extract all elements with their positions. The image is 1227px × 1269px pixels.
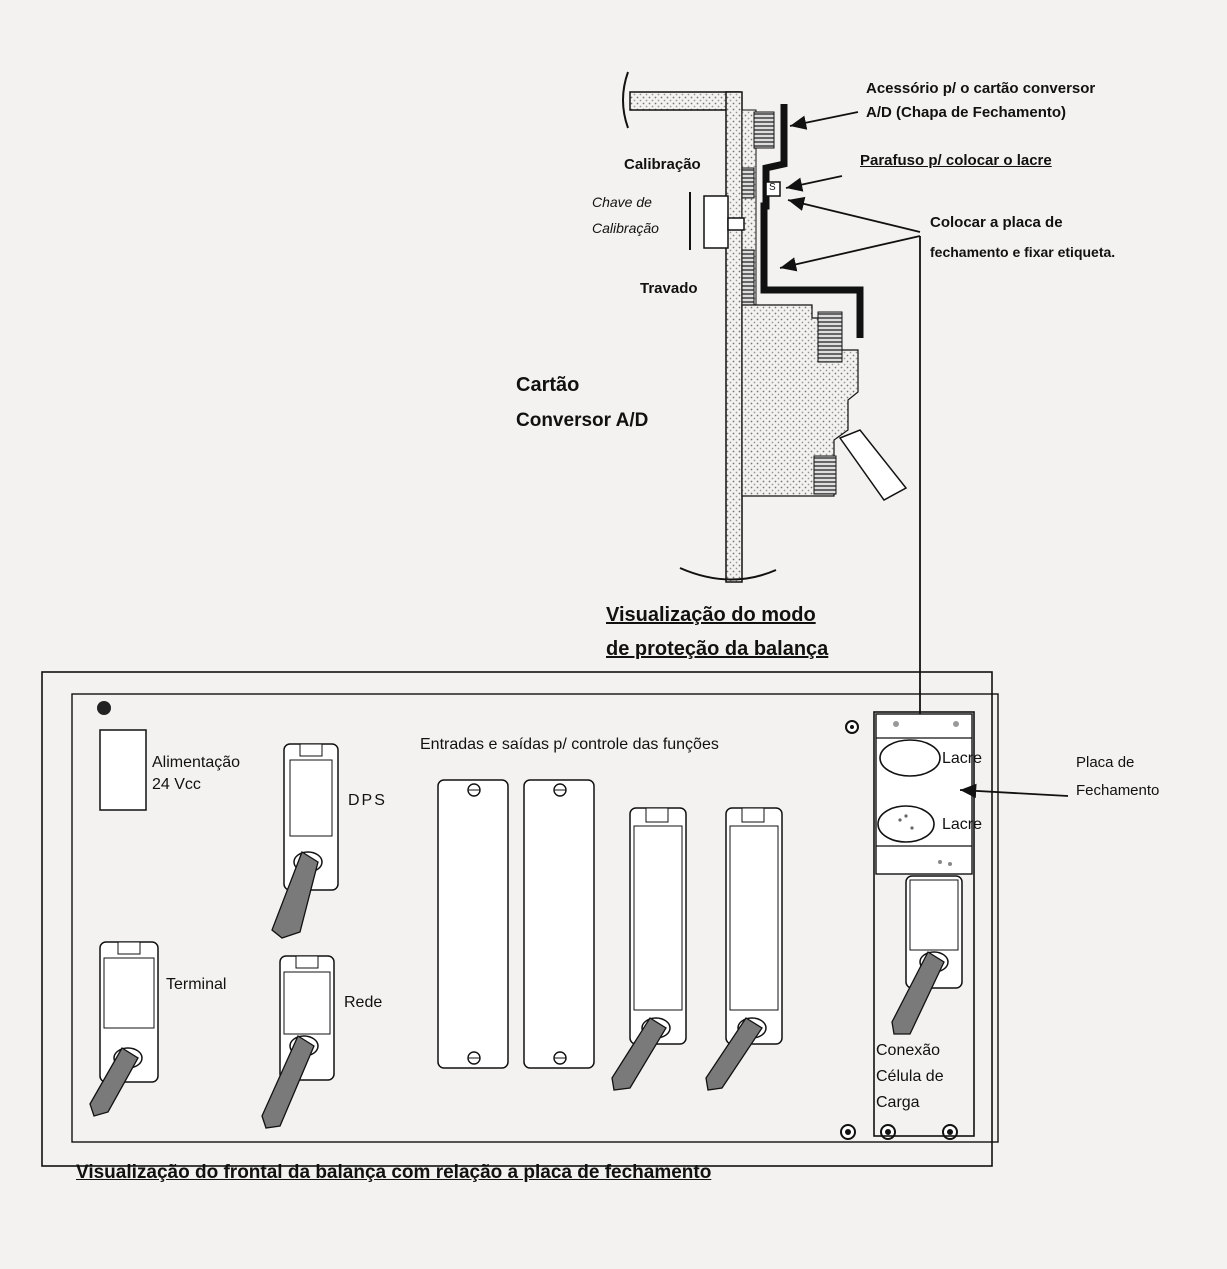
closure-plate-label-line1: Placa de [1076,754,1135,771]
ad-card-label-line2: Conversor A/D [516,410,649,431]
seal-label-2: Lacre [942,816,983,833]
closure-plate-label-line2: Fechamento [1076,782,1160,799]
seal-screw-label: Parafuso p/ colocar o lacre [860,152,1052,169]
side-view-drawing [622,71,928,730]
io-title-label: Entradas e saídas p/ controle das funçõe… [420,736,719,753]
load-cell-label-line3: Carga [876,1094,920,1111]
front-view-caption: Visualização do frontal da balança com r… [76,1162,712,1183]
side-view-caption-line1: Visualização do modo [606,604,816,626]
terminal-label: Terminal [166,976,227,993]
network-label: Rede [344,994,383,1011]
place-plate-label-line1: Colocar a placa de [930,214,1063,231]
seal-label-1: Lacre [942,750,983,767]
calibration-label: Calibração [624,156,701,173]
power-label-line1: Alimentação [152,754,241,771]
dps-label: DPS [348,792,387,809]
calibration-switch-label-line2: Calibração [592,220,659,236]
load-cell-label-line1: Conexão [876,1042,941,1059]
accessory-label-line1: Acessório p/ o cartão conversor [866,80,1096,97]
accessory-label-line2: A/D (Chapa de Fechamento) [866,104,1067,121]
ad-card-label-line1: Cartão [516,374,580,396]
power-label-line2: 24 Vcc [152,776,201,793]
side-view-caption-line2: de proteção da balança [606,638,829,660]
front-panel-drawing [41,671,1069,1167]
load-cell-label-line2: Célula de [876,1068,944,1085]
calibration-switch-label-line1: Chave de [592,194,652,210]
place-plate-label-line2: fechamento e fixar etiqueta. [930,244,1116,260]
locked-label: Travado [640,280,698,297]
screw-mark: S [769,182,776,193]
